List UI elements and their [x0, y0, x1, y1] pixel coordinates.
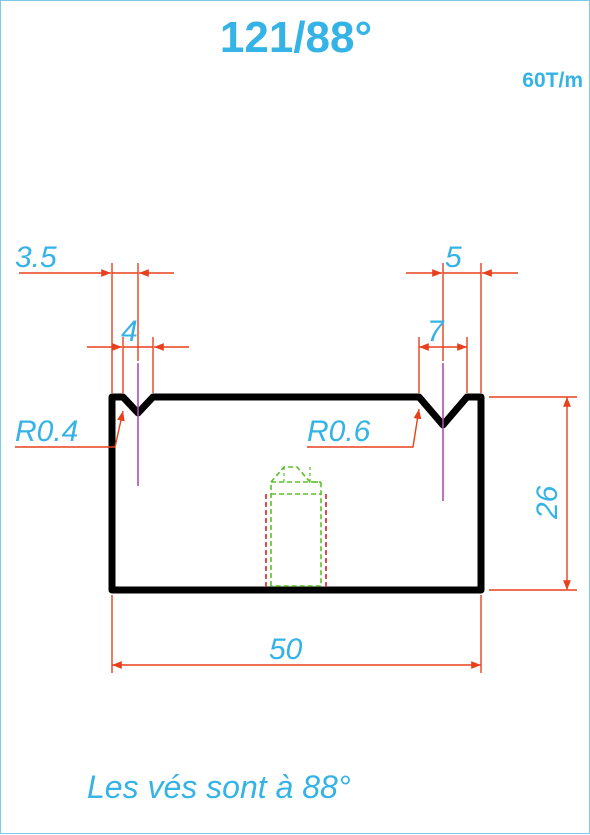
tonnage-capacity: 60T/m	[522, 69, 583, 92]
die-outline	[108, 393, 485, 594]
die-title: 121/88°	[219, 13, 373, 62]
dim-label-right-top-offset: 5	[445, 241, 462, 274]
dim-width: 50	[111, 595, 482, 673]
dim-right-top-offset: 5	[406, 241, 518, 393]
v-angle-note: Les vés sont à 88°	[87, 769, 351, 805]
dim-right-radius: R0.6	[307, 408, 422, 448]
dim-left-v-opening: 4	[87, 315, 189, 393]
dim-label-left-top-offset: 3.5	[15, 241, 57, 274]
dim-label-left-v-opening: 4	[121, 315, 138, 348]
dim-left-top-offset: 3.5	[15, 241, 174, 393]
dim-label-right-radius: R0.6	[307, 415, 371, 448]
dim-left-radius: R0.4	[15, 410, 125, 448]
dim-label-left-radius: R0.4	[15, 415, 78, 448]
dim-label-right-v-opening: 7	[427, 315, 445, 348]
dim-label-height: 26	[531, 485, 564, 520]
tang-outline	[265, 466, 327, 589]
dim-label-width: 50	[269, 633, 303, 666]
dim-height: 26	[489, 396, 577, 591]
dim-right-v-opening: 7	[418, 315, 468, 393]
